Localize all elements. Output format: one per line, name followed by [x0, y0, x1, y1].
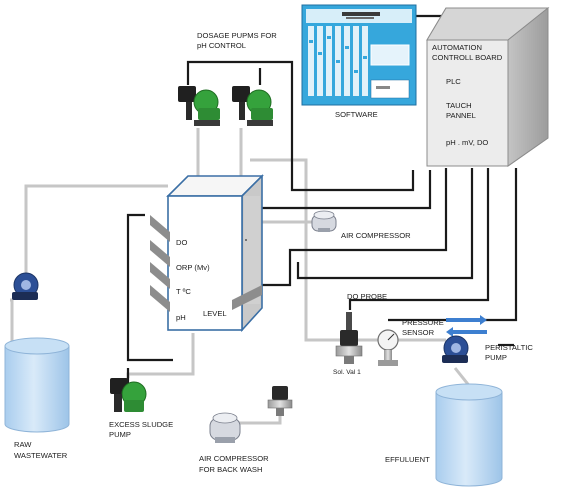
backwash-tube: [236, 412, 282, 425]
effluent-tank: [435, 383, 503, 487]
air-compressor-icon: [311, 210, 337, 232]
tubing: [10, 128, 473, 425]
air-compressor-label: AIR COMPRESSOR: [341, 231, 411, 240]
raw-wastewater-tank: [4, 337, 70, 433]
air-compressor-backwash-label-line1: AIR COMPRESSOR: [199, 454, 269, 463]
probe-ph-label: pH: [176, 313, 186, 322]
temp-probe-sensor: [150, 262, 170, 289]
board-title-line1: AUTOMATION: [432, 43, 482, 52]
solenoid-valve-icon: [335, 312, 363, 364]
board-title-line2: CONTROLL BOARD: [432, 53, 503, 62]
cable-pumps-to-board: [186, 60, 415, 192]
flow-arrows-icon: [446, 315, 487, 337]
cable-compressor-signal: [260, 170, 432, 210]
board-signals-label: pH . mV, DO: [446, 138, 489, 147]
excess-sludge-label-line2: PUMP: [109, 430, 131, 439]
cable-probes: [296, 168, 474, 280]
solenoid-valve-icon: [267, 386, 293, 416]
feed-line-tube: [24, 184, 168, 283]
do-probe-sensor: [150, 215, 170, 242]
raw-wastewater-label-line2: WASTEWATER: [14, 451, 68, 460]
automation-control-board: [426, 6, 550, 167]
board-plc-label: PLC: [446, 77, 461, 86]
software-label: SOFTWARE: [335, 110, 378, 119]
cable-level: [262, 168, 448, 287]
pressure-gauge-icon: [377, 329, 399, 366]
air-compressor-backwash-label-line2: FOR BACK WASH: [199, 465, 263, 474]
board-panel-line1: TAUCH: [446, 101, 472, 110]
probe-do-label: DO: [176, 238, 188, 247]
dosing-pump-icon: [232, 86, 273, 126]
orp-probe-sensor: [150, 240, 170, 267]
probe-orp-label: ORP (Mv): [176, 263, 210, 272]
effluent-tube: [304, 210, 342, 342]
pressure-sensor-label-line2: SENSOR: [402, 328, 435, 337]
board-panel-line2: PANNEL: [446, 111, 476, 120]
effluent-label: EFFULUENT: [385, 455, 430, 464]
raw-wastewater-label-line1: RAW: [14, 440, 32, 449]
bioreactor-tank: [150, 174, 264, 333]
solenoid-valve-label: Sol. Val 1: [333, 369, 361, 376]
peristaltic-pump-label-line2: PUMP: [485, 353, 507, 362]
peristaltic-pump-icon: [12, 272, 39, 300]
probe-temp-label: T ºC: [176, 287, 191, 296]
permeate-tube: [250, 158, 308, 210]
ph-probe-sensor: [150, 285, 170, 312]
pressure-sensor-label-line1: PRESSURE: [402, 318, 444, 327]
dosage-pumps-label-line2: pH CONTROL: [197, 41, 246, 50]
peristaltic-pump-label-line1: PERISTALTIC: [485, 343, 533, 352]
cable-do-probe: [348, 168, 490, 310]
level-label: LEVEL: [203, 309, 227, 318]
dosing-pump-icon: [110, 378, 147, 412]
peristaltic-pump-icon: [442, 335, 469, 363]
cable-pressure: [388, 168, 518, 322]
software-screen: [301, 4, 417, 106]
sludge-tube: [126, 333, 195, 378]
excess-sludge-label-line1: EXCESS SLUDGE: [109, 420, 174, 429]
air-compressor-icon: [209, 412, 241, 443]
do-probe-label: DO PROBE: [347, 292, 388, 301]
dosing-pump-icon: [178, 86, 220, 126]
raw-water-suction-tube: [10, 298, 14, 345]
cable-probe-bundle: [126, 213, 173, 362]
dosage-pumps-label-line1: DOSAGE PUPMS FOR: [197, 31, 277, 40]
level-sensor: [232, 285, 262, 310]
